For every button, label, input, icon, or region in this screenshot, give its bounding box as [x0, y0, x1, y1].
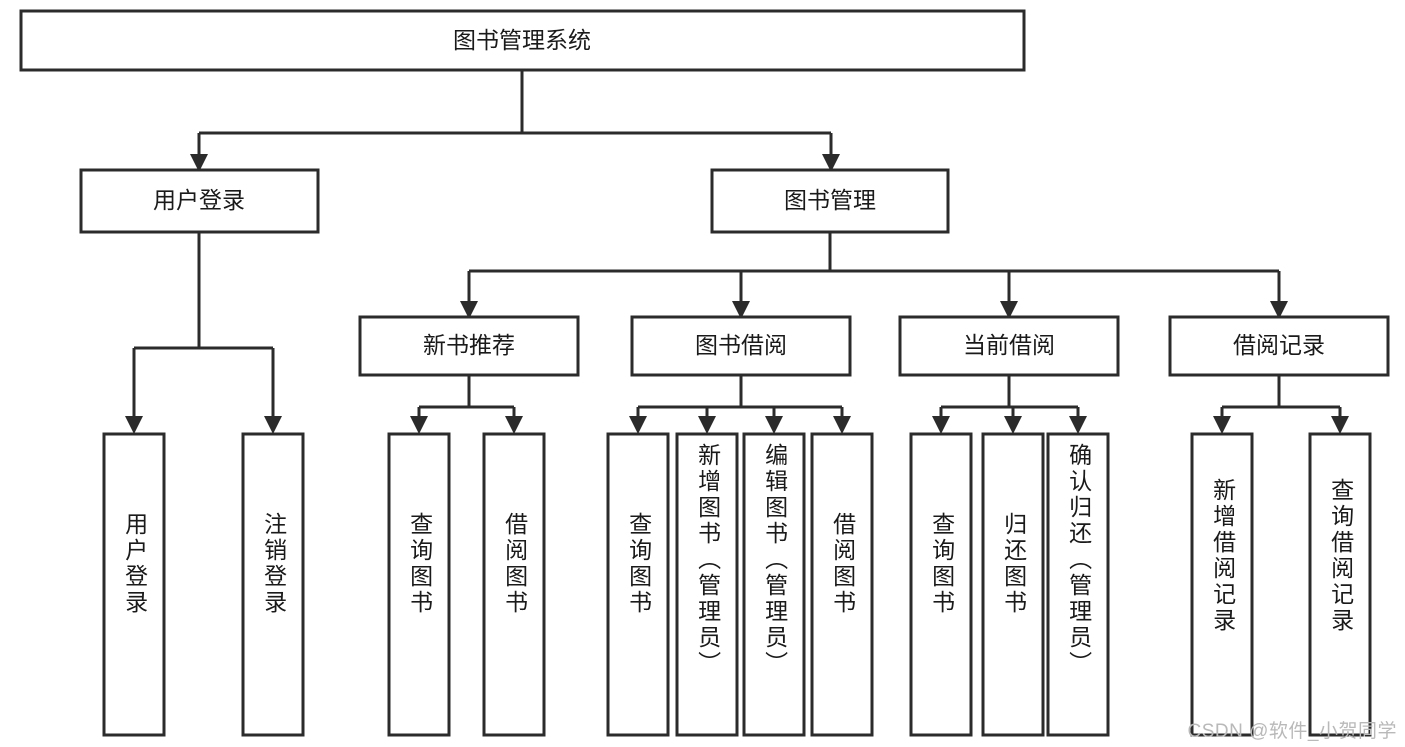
arrow-current-leaf-3 — [1069, 416, 1087, 434]
leaf-box-borrow-book[interactable] — [810, 432, 874, 737]
connector-borrow-record-bus — [1220, 375, 1342, 418]
arrow-current-leaf-2 — [1004, 416, 1022, 434]
leaf-box-user-login[interactable] — [102, 432, 166, 737]
arrow-current-leaf-1 — [932, 416, 950, 434]
node-borrow-record-label: 借阅记录 — [1233, 332, 1325, 358]
arrow-to-leaf-logout — [264, 416, 282, 434]
node-user-login-box[interactable] — [79, 168, 320, 234]
arrow-root-to-user-login — [190, 154, 208, 172]
leaf-box-query-book-borrow[interactable] — [606, 432, 670, 737]
arrow-to-borrow-record — [1270, 301, 1288, 319]
node-book-management[interactable]: 图书管理 — [710, 168, 950, 234]
leaf-box-confirm-return[interactable] — [1046, 432, 1110, 737]
arrow-rec-leaf-1 — [410, 416, 428, 434]
leaf-box-logout[interactable] — [241, 432, 305, 737]
leaf-box-query-record[interactable] — [1308, 432, 1372, 737]
connector-current-borrow-bus — [939, 375, 1080, 418]
connector-root-bus — [197, 70, 833, 156]
node-current-borrow-box[interactable] — [898, 315, 1120, 377]
node-root[interactable]: 图书管理系统 — [19, 9, 1026, 72]
csdn-watermark: CSDN @软件_小贺同学 — [1187, 721, 1397, 742]
arrow-record-leaf-2 — [1331, 416, 1349, 434]
arrow-borrow-leaf-3 — [765, 416, 783, 434]
node-new-book-recommend[interactable]: 新书推荐 — [358, 315, 580, 377]
node-user-login[interactable]: 用户登录 — [79, 168, 320, 234]
arrow-to-leaf-user-login — [125, 416, 143, 434]
node-book-management-label: 图书管理 — [784, 187, 876, 213]
node-root-box[interactable] — [19, 9, 1026, 72]
connector-layer — [125, 70, 1349, 434]
leaf-box-edit-book-admin[interactable] — [742, 432, 806, 737]
leaf-box-query-book-rec[interactable] — [387, 432, 451, 737]
arrow-to-current-borrow — [1000, 301, 1018, 319]
node-new-book-recommend-label: 新书推荐 — [423, 332, 515, 358]
arrow-borrow-leaf-1 — [629, 416, 647, 434]
node-book-management-box[interactable] — [710, 168, 950, 234]
arrow-rec-leaf-2 — [505, 416, 523, 434]
arrow-borrow-leaf-4 — [833, 416, 851, 434]
arrow-record-leaf-1 — [1213, 416, 1231, 434]
node-current-borrow[interactable]: 当前借阅 — [898, 315, 1120, 377]
node-root-label: 图书管理系统 — [453, 27, 591, 53]
arrow-borrow-leaf-2 — [698, 416, 716, 434]
node-new-book-recommend-box[interactable] — [358, 315, 580, 377]
node-book-borrow-box[interactable] — [630, 315, 852, 377]
leaf-box-add-record[interactable] — [1190, 432, 1254, 737]
node-borrow-record[interactable]: 借阅记录 — [1168, 315, 1390, 377]
leaf-box-borrow-book-rec[interactable] — [482, 432, 546, 737]
connector-book-mgmt-bus — [467, 232, 1281, 303]
connector-book-borrow-bus — [636, 375, 844, 418]
leaf-box-return-book[interactable] — [981, 432, 1045, 737]
arrow-to-book-borrow — [732, 301, 750, 319]
connector-new-book-rec-bus — [417, 375, 516, 418]
leaf-node-layer — [102, 432, 1372, 737]
connector-user-login-bus — [132, 232, 275, 418]
node-user-login-label: 用户登录 — [153, 187, 245, 213]
node-book-borrow-label: 图书借阅 — [695, 332, 787, 358]
leaf-box-query-book-cur[interactable] — [909, 432, 973, 737]
arrow-root-to-book-mgmt — [822, 154, 840, 172]
node-book-borrow[interactable]: 图书借阅 — [630, 315, 852, 377]
leaf-box-add-book-admin[interactable] — [675, 432, 739, 737]
arrow-to-new-book-rec — [460, 301, 478, 319]
node-current-borrow-label: 当前借阅 — [963, 332, 1055, 358]
node-borrow-record-box[interactable] — [1168, 315, 1390, 377]
